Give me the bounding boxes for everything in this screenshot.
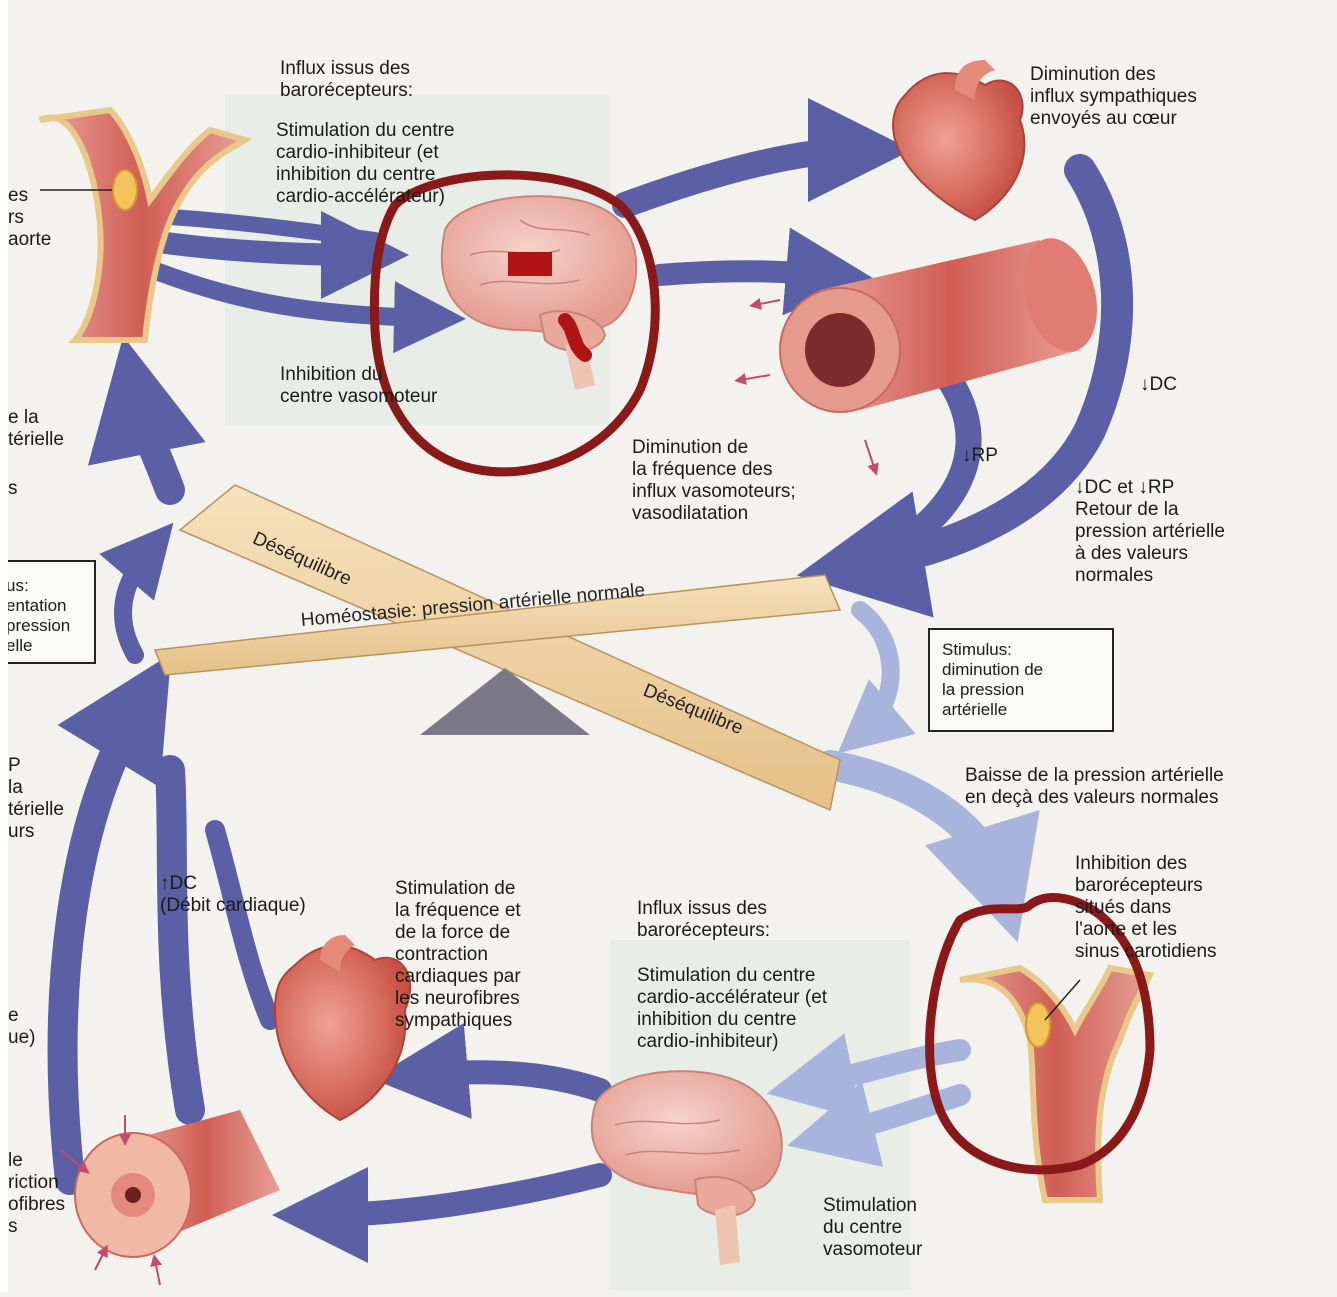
baroreceptor-upper: [113, 170, 137, 210]
arrow-brain-to-heart-lower: [420, 1072, 600, 1090]
stimulus-box-left: us: entation pression elle: [0, 560, 96, 664]
upper-dc-down: ↓DC: [1140, 374, 1177, 396]
lower-baro-influx-title: Influx issus des barorécepteurs:: [637, 898, 770, 942]
upper-return-normal: ↓DC et ↓RP Retour de la pression artérie…: [1075, 477, 1225, 587]
heart-upper: [893, 60, 1024, 220]
arrow-stimulus-right: [860, 610, 891, 730]
arrow-left-loop-2: [170, 770, 190, 1110]
heart-lower: [275, 935, 410, 1120]
vessel-lower-constricted: [60, 1110, 280, 1285]
left-label-mid4: e ue): [8, 1005, 35, 1049]
upper-vasomotor-inhibition: Inhibition du centre vasomoteur: [280, 364, 437, 408]
arrow-brain-to-vessel: [660, 271, 830, 275]
upper-vasodilatation: Diminution de la fréquence des influx va…: [632, 437, 796, 525]
arrow-brain-to-vessel-lower: [320, 1175, 600, 1215]
left-label-mid2: s: [8, 478, 18, 500]
arrow-balance-to-baro: [135, 395, 170, 490]
brain-centre-marker: [508, 252, 552, 276]
lower-vasomotor-stim: Stimulation du centre vasomoteur: [823, 1195, 922, 1261]
stimulus-right-text: Stimulus: diminution de la pression arté…: [942, 640, 1043, 720]
upper-sympathetic-decrease: Diminution des influx sympathiques envoy…: [1030, 64, 1197, 130]
arrow-brain-to-heart: [625, 150, 860, 205]
upper-baro-influx-body: Stimulation du centre cardio-inhibiteur …: [276, 120, 455, 208]
stimulus-left-text: us: entation pression elle: [6, 576, 70, 656]
arrow-left-big-loop: [63, 705, 140, 1180]
baroreceptor-lower: [1026, 1003, 1050, 1047]
page-edge: [0, 0, 8, 1292]
arrow-heart-up: [215, 830, 270, 1020]
left-label-bottom: le riction ofibres s: [8, 1150, 65, 1238]
upper-baro-influx-title: Influx issus des barorécepteurs:: [280, 58, 413, 102]
left-label-mid3: P la térielle urs: [8, 755, 64, 843]
left-label-mid1: e la térielle: [8, 407, 64, 451]
upper-rp-down: ↓RP: [962, 445, 998, 467]
left-label-top: es rs aorte: [8, 185, 51, 251]
arrow-stimulus-up-small: [123, 550, 150, 655]
lower-drop-below: Baisse de la pression artérielle en deçà…: [965, 765, 1224, 809]
stimulus-box-right: Stimulus: diminution de la pression arté…: [928, 628, 1114, 732]
lower-baro-influx-body: Stimulation du centre cardio-accélérateu…: [637, 965, 827, 1053]
lower-heart-stim: Stimulation de la fréquence et de la for…: [395, 878, 521, 1032]
lower-baro-inhibition: Inhibition des barorécepteurs situés dan…: [1075, 853, 1217, 963]
lower-dc-up: ↑DC (Débit cardiaque): [160, 873, 306, 917]
